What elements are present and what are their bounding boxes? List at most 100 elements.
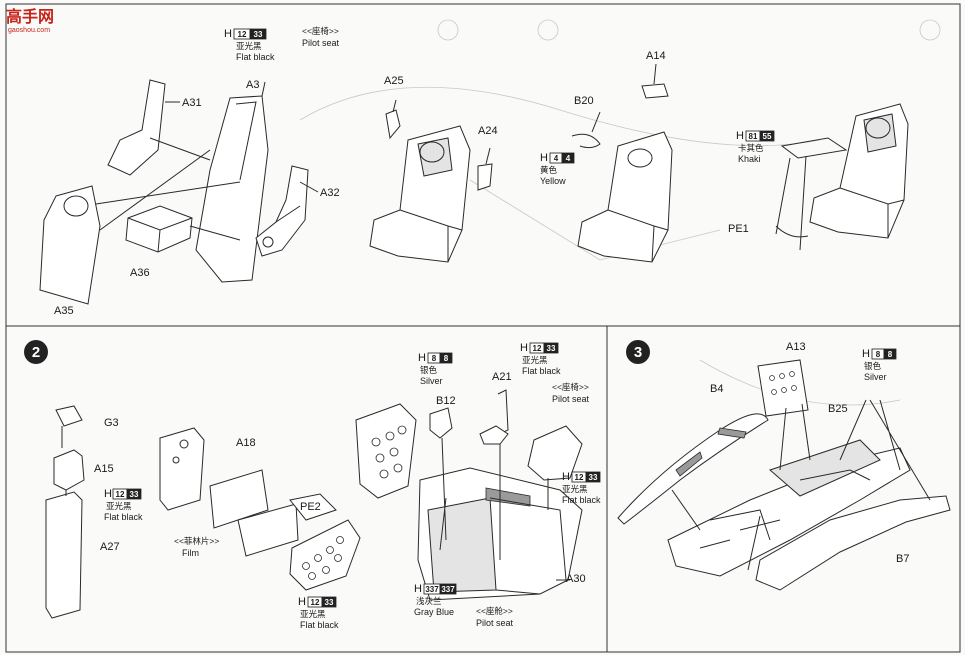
part-A3-shape: [195, 95, 269, 283]
part-label: B25: [828, 403, 848, 415]
pilot-seat-label: <<座椅>> Pilot seat: [552, 382, 590, 404]
svg-text:卡其色: 卡其色: [738, 143, 764, 153]
step1-part-labels: A31 A3 A32 A35 A36 A25 A24 A14 B20 PE1: [54, 50, 749, 317]
part-A32-shape: [255, 165, 309, 257]
paint-callout: H 12 33 亚光黑 Flat black: [104, 488, 143, 522]
film-label: <<菲林片>> Film: [174, 536, 219, 558]
step3-badge: 3: [626, 340, 650, 364]
instrument-panel: [355, 403, 417, 499]
part-label: B4: [710, 383, 723, 395]
svg-text:H: H: [862, 348, 870, 360]
svg-text:Yellow: Yellow: [540, 176, 566, 186]
part-label: B12: [436, 395, 456, 407]
part-label: A31: [182, 97, 202, 109]
paint-callout: H 12 33 亚光黑 Flat black: [224, 28, 275, 62]
part-label: A30: [566, 573, 586, 585]
svg-text:Film: Film: [182, 548, 199, 558]
svg-text:H: H: [414, 583, 422, 595]
pilot-seat-label: <<座椅>> Pilot seat: [302, 26, 340, 48]
part-B7-shape: [755, 495, 951, 591]
svg-text:H: H: [418, 352, 426, 364]
svg-text:55: 55: [763, 132, 772, 141]
svg-text:黄色: 黄色: [540, 165, 558, 175]
part-A36-shape: [125, 205, 193, 253]
step3-panel: [606, 325, 961, 653]
svg-text:H: H: [224, 28, 232, 40]
step2-badge: 2: [24, 340, 48, 364]
watermark-brand: 高手网: [6, 7, 54, 26]
part-label: A18: [236, 437, 256, 449]
svg-text:H: H: [736, 130, 744, 142]
svg-text:Flat black: Flat black: [562, 495, 601, 505]
part-A24-shape: [477, 163, 493, 191]
paint-callout: H 81 55 卡其色 Khaki: [736, 130, 775, 164]
part-PE2-shape: [289, 519, 361, 591]
part-label: A36: [130, 267, 150, 279]
svg-text:银色: 银色: [420, 365, 438, 375]
svg-text:12: 12: [575, 473, 584, 482]
part-PE1-shape: [775, 137, 848, 251]
cockpit-label: <<座舱>> Pilot seat: [476, 606, 514, 628]
part-label: A35: [54, 305, 74, 317]
svg-text:H: H: [104, 488, 112, 500]
part-A31-shape: [107, 79, 166, 176]
part-A27-shape: [45, 491, 83, 619]
svg-text:Pilot seat: Pilot seat: [302, 38, 340, 48]
paint-callout: H 12 33 亚光黑 Flat black: [298, 596, 339, 630]
svg-text:8: 8: [432, 354, 437, 363]
paint-callout: H 12 33 亚光黑 Flat black: [520, 342, 561, 376]
part-label: PE2: [300, 501, 321, 513]
svg-text:浅灰兰: 浅灰兰: [416, 596, 442, 606]
part-label: B7: [896, 553, 909, 565]
svg-text:4: 4: [554, 154, 559, 163]
part-label: A13: [786, 341, 806, 353]
svg-text:33: 33: [589, 473, 598, 482]
svg-text:8: 8: [888, 350, 893, 359]
part-A14-shape: [641, 83, 669, 99]
paint-callout: H 8 8 银色 Silver: [862, 348, 897, 382]
part-A15-shape: [53, 449, 85, 491]
part-label: A21: [492, 371, 512, 383]
seat-assembly-3: [577, 131, 673, 263]
svg-text:Khaki: Khaki: [738, 154, 761, 164]
part-B20-shape: [571, 133, 601, 149]
step3-drawing: [617, 359, 951, 591]
part-label: A14: [646, 50, 666, 62]
svg-text:12: 12: [116, 490, 125, 499]
svg-text:12: 12: [238, 30, 247, 39]
svg-text:Flat black: Flat black: [104, 512, 143, 522]
svg-text:H: H: [298, 596, 306, 608]
part-label: A15: [94, 463, 114, 475]
svg-text:12: 12: [311, 598, 320, 607]
svg-text:H: H: [520, 342, 528, 354]
part-A18-shape: [209, 469, 269, 529]
watermark-logo: 高手网 gaoshou.com: [6, 7, 54, 34]
svg-text:33: 33: [254, 30, 263, 39]
part-B25-shape: [769, 439, 881, 497]
part-A25-shape: [385, 109, 401, 140]
svg-text:33: 33: [547, 344, 556, 353]
film-sheet-1: [237, 503, 299, 557]
svg-text:<<座舱>>: <<座舱>>: [476, 606, 513, 616]
svg-text:12: 12: [533, 344, 542, 353]
svg-text:银色: 银色: [864, 361, 882, 371]
svg-text:亚光黑: 亚光黑: [562, 484, 588, 494]
svg-text:337: 337: [425, 585, 439, 594]
part-label: PE1: [728, 223, 749, 235]
svg-text:4: 4: [566, 154, 571, 163]
tub-floor: [427, 497, 497, 593]
paint-callout: H 12 33 亚光黑 Flat black: [562, 471, 601, 505]
step3-part-labels: A13 B4 B25 B7: [710, 341, 909, 565]
svg-text:亚光黑: 亚光黑: [522, 355, 548, 365]
svg-text:33: 33: [325, 598, 334, 607]
paint-callout: H 337 337 浅灰兰 Gray Blue: [414, 583, 457, 617]
svg-text:Pilot seat: Pilot seat: [552, 394, 590, 404]
part-label: A27: [100, 541, 120, 553]
part-label: G3: [104, 417, 119, 429]
svg-text:Silver: Silver: [864, 372, 887, 382]
svg-text:H: H: [540, 152, 548, 164]
svg-text:亚光黑: 亚光黑: [106, 501, 132, 511]
part-label: A24: [478, 125, 498, 137]
